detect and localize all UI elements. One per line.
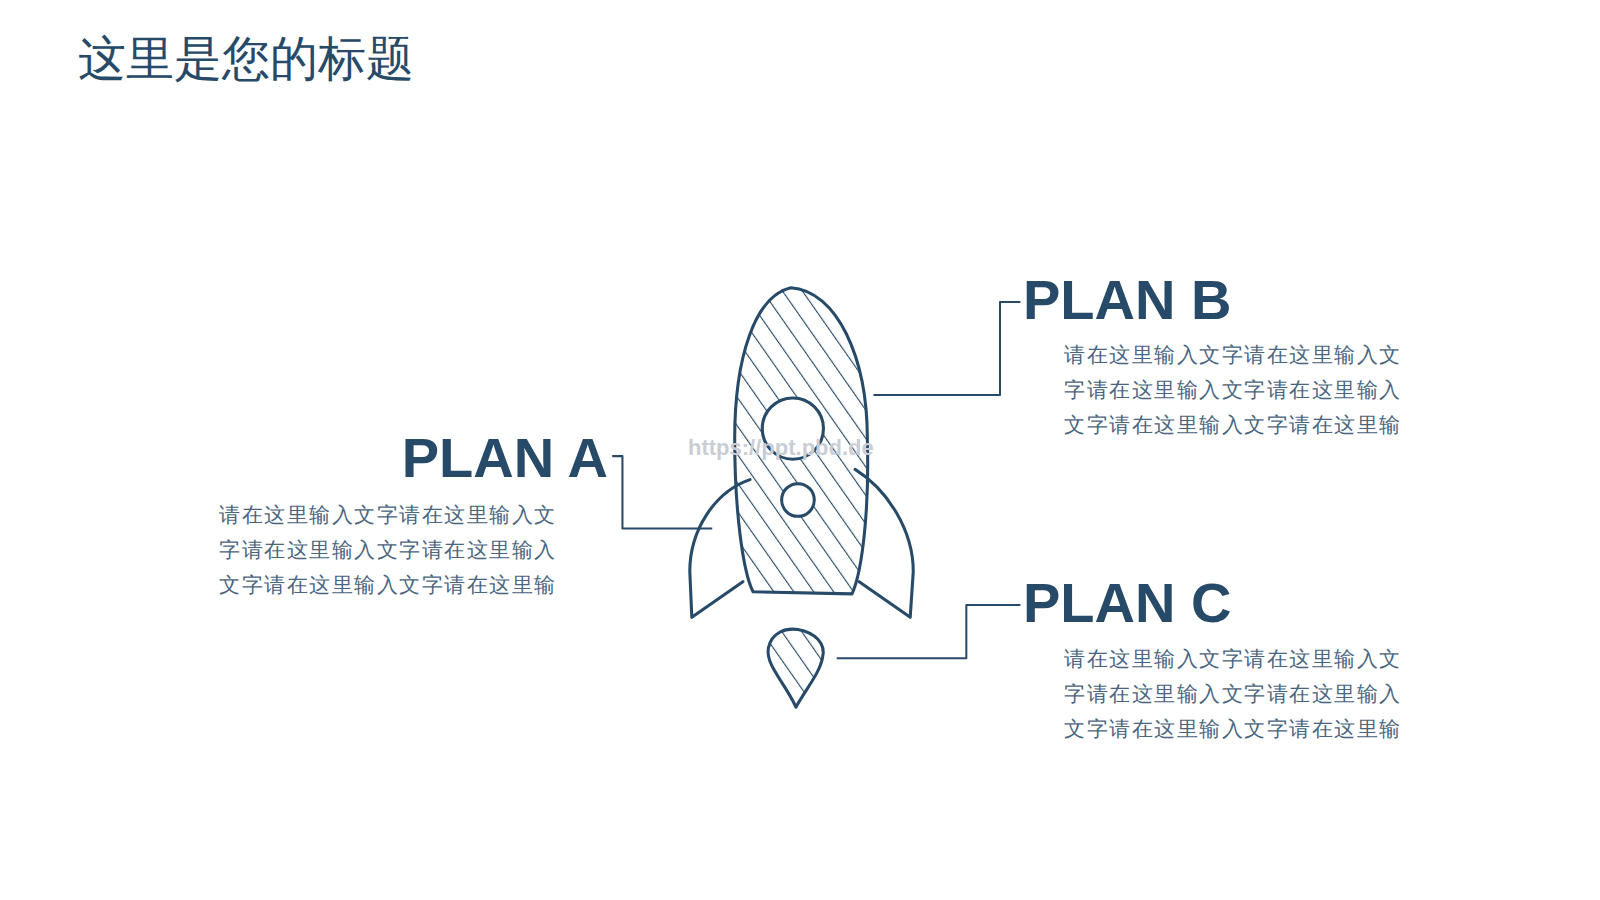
- slide-title: 这里是您的标题: [78, 30, 414, 88]
- rocket-window: [782, 484, 815, 517]
- plan-body: 请在这里输入文字请在这里输入文 字请在这里输入文字请在这里输入 文字请在这里输入…: [1064, 642, 1409, 747]
- rocket-flame: [768, 629, 823, 707]
- plan-heading: PLAN A: [402, 430, 608, 486]
- plan-body: 请在这里输入文字请在这里输入文 字请在这里输入文字请在这里输入 文字请在这里输入…: [219, 498, 564, 603]
- plan-heading: PLAN C: [1023, 575, 1231, 631]
- watermark: https://ppt.pbd.de: [688, 437, 874, 459]
- plan-heading: PLAN B: [1023, 272, 1231, 328]
- leader-line: [612, 456, 712, 528]
- leader-line: [837, 605, 1021, 658]
- leader-line: [873, 302, 1020, 395]
- plan-body: 请在这里输入文字请在这里输入文 字请在这里输入文字请在这里输入 文字请在这里输入…: [1064, 338, 1409, 443]
